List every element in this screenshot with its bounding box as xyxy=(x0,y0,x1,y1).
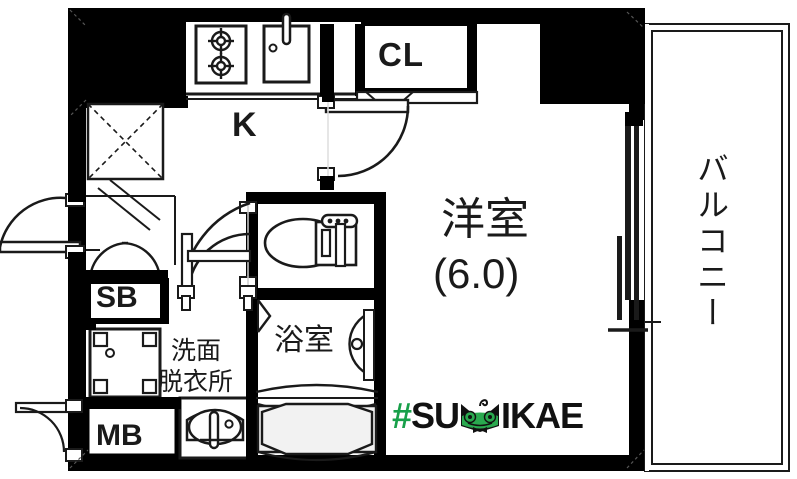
washing-machine-space-icon xyxy=(86,102,165,231)
room-label-balcony: バルコニー xyxy=(692,152,730,332)
balcony-sliding-window[interactable] xyxy=(608,112,648,332)
logo-hash: # xyxy=(392,395,412,436)
interior-partition-walls xyxy=(86,192,386,460)
room-label-kitchen: K xyxy=(232,106,257,144)
room-label-western-room: 洋室 xyxy=(441,194,529,245)
room-label-bathroom: 浴室 xyxy=(274,323,334,358)
balcony-outline xyxy=(644,23,790,472)
room-label-changing-room: 脱衣所 xyxy=(158,367,234,396)
meter-box-outline xyxy=(82,401,182,461)
room-label-meter-box: MB xyxy=(96,419,143,452)
washroom-cabinet-icon xyxy=(88,327,162,399)
room-label-closet: CL xyxy=(378,36,424,73)
meter-box-door[interactable] xyxy=(14,399,83,462)
washroom-door[interactable] xyxy=(177,201,257,311)
toilet-icon xyxy=(263,213,359,269)
bathtub-icon xyxy=(255,383,379,462)
logo-text-part2: IKAE xyxy=(501,395,584,436)
closet-cl-outline xyxy=(355,22,479,113)
shower-mirror-icon xyxy=(348,309,375,381)
wall-block-top-right xyxy=(540,8,645,104)
kitchen-divider-wall xyxy=(320,24,334,190)
gas-stove-2-burner-icon xyxy=(194,24,248,85)
room-label-washroom: 洗面 xyxy=(171,336,222,365)
entrance-door[interactable] xyxy=(0,190,86,308)
sumikae-logo: # SU IKAE xyxy=(392,395,584,436)
corner-hatch-marks xyxy=(69,9,645,469)
kitchen-door[interactable] xyxy=(317,88,410,190)
room-label-area: (6.0) xyxy=(433,250,520,297)
bathroom-door[interactable] xyxy=(257,299,272,333)
logo-text-part1: SU xyxy=(411,395,460,436)
kitchen-sink-icon xyxy=(262,12,311,84)
room-label-shoe-box: SB xyxy=(96,281,138,314)
vanity-sink-icon xyxy=(178,396,252,460)
frog-face-icon xyxy=(457,396,503,436)
